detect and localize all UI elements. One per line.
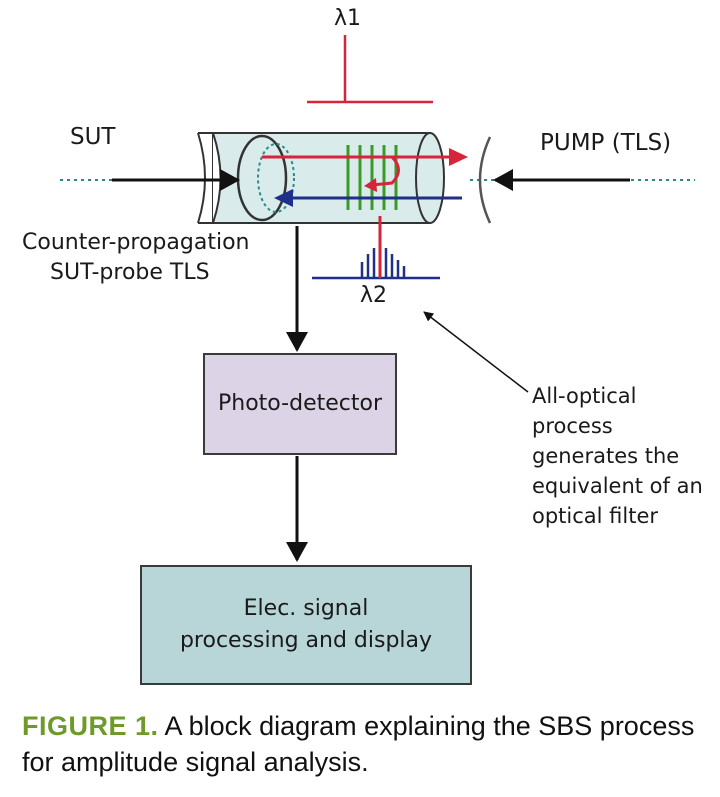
annotation-line-1: All-optical [532, 384, 637, 408]
pump-label: PUMP (TLS) [540, 130, 672, 156]
sut-label: SUT [70, 124, 116, 150]
photodetector-box: Photo-detector [204, 354, 396, 454]
figure-caption-text: A block diagram explaining the SBS proce… [22, 711, 695, 778]
annotation-line-2: process [532, 414, 613, 438]
figure-caption: FIGURE 1. A block diagram explaining the… [22, 708, 712, 781]
processing-box-shape [140, 565, 472, 685]
photodetector-box-shape [203, 353, 397, 455]
sut-probe-label: SUT-probe TLS [50, 260, 210, 285]
red-loop-arrowhead [364, 178, 377, 192]
annotation-line-5: optical filter [532, 504, 659, 528]
pump-lens [478, 136, 492, 224]
red-arrowhead [449, 148, 468, 166]
photodetector-label: Photo-detector [218, 391, 382, 417]
fiber-cylinder [197, 132, 445, 224]
annotation-pointer [423, 311, 529, 393]
fiber-core-dotted [257, 143, 295, 213]
blue-arrowhead [274, 189, 293, 207]
processing-label-line2: processing and display [179, 628, 433, 653]
lambda1-label: λ1 [334, 6, 362, 31]
figure-label: FIGURE 1. [22, 711, 159, 741]
annotation-line-4: equivalent of an [532, 474, 703, 498]
counter-propagation-label: Counter-propagation [22, 230, 250, 255]
processing-box: Elec. signal processing and display [141, 566, 471, 684]
lambda2-spectrum-lines [360, 248, 406, 278]
red-reflection-loop [356, 155, 400, 187]
processing-label-line1: Elec. signal [243, 596, 369, 622]
lambda2-label: λ2 [360, 283, 388, 308]
annotation-line-3: generates the [532, 444, 680, 468]
